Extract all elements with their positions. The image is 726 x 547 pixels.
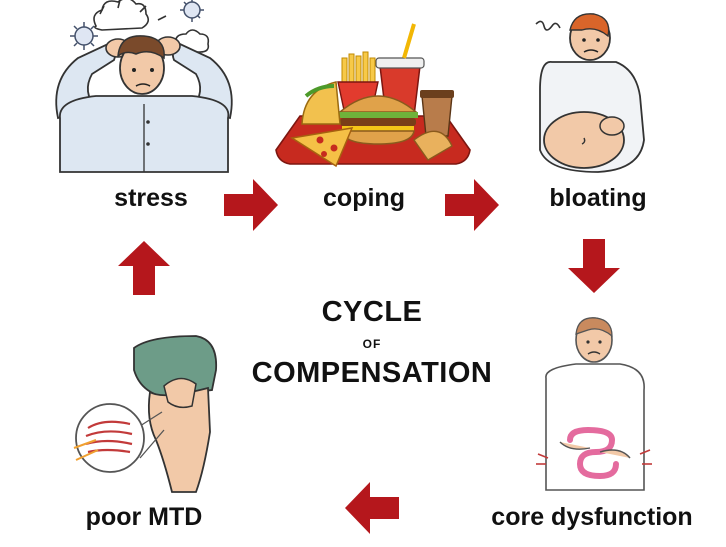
diagram-title-line3: COMPENSATION [251, 357, 493, 389]
fast-food-tray-illustration [275, 23, 471, 168]
pizza-slice-icon [289, 127, 354, 168]
core-dysfunction-person-illustration [536, 317, 652, 491]
stage-label-bloating: bloating [549, 184, 647, 212]
taco-icon [301, 81, 341, 125]
stage-label-core-dysfunction: core dysfunction [491, 503, 693, 531]
stressed-person-illustration [55, 0, 233, 173]
bloated-person-illustration [535, 13, 645, 173]
stress-germ-icon-left [70, 22, 98, 50]
arrow-coping-to-bloating [445, 179, 499, 231]
arrow-core-to-poor-mtd [345, 482, 399, 534]
arrow-poor-mtd-to-stress [118, 241, 170, 295]
cycle-arrows [118, 179, 620, 534]
stage-label-poor-mtd: poor MTD [85, 503, 203, 531]
steam-cloud-icon [93, 0, 210, 53]
burger-icon [337, 95, 419, 145]
stage-label-coping: coping [323, 184, 405, 212]
arrow-stress-to-coping [224, 179, 278, 231]
leg-muscle-illustration [73, 335, 218, 493]
intestines-icon [567, 426, 619, 480]
coffee-cup-icon [420, 90, 454, 137]
arrow-bloating-to-core [568, 239, 620, 293]
diagram-title-line1: CYCLE [321, 296, 423, 328]
stage-label-stress: stress [114, 184, 188, 212]
stress-germ-icon-right [180, 0, 204, 22]
muscle-zoom-icon [75, 403, 145, 473]
diagram-title-line2: OF [362, 337, 382, 351]
